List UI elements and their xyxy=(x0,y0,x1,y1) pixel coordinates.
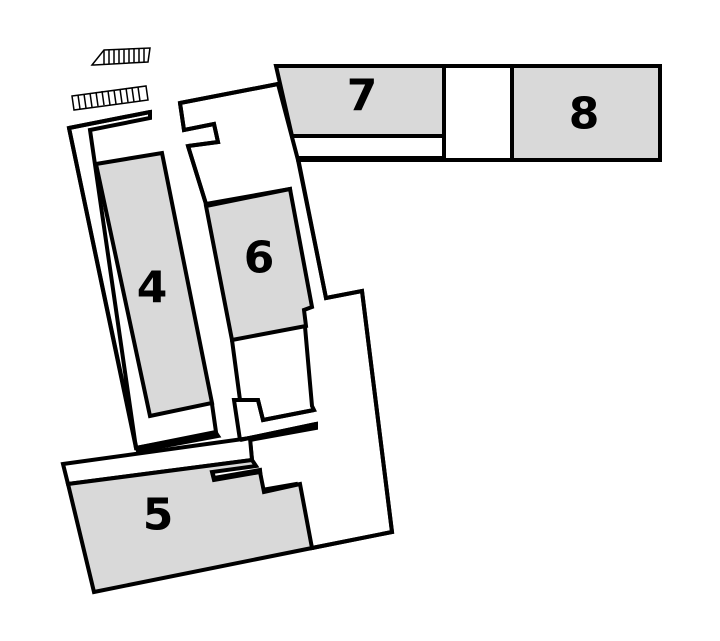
building-5-shape[interactable] xyxy=(65,457,315,595)
building-7-shape[interactable] xyxy=(273,64,446,138)
building-6-label: 6 xyxy=(244,233,275,284)
corridor-west-top xyxy=(68,110,151,130)
connector-7-8 xyxy=(442,64,514,162)
building-8-label: 8 xyxy=(569,89,600,140)
stairs-icon xyxy=(90,47,151,66)
central-wing-west-wall xyxy=(186,145,315,423)
central-wing-top xyxy=(178,82,279,148)
central-wing-east-wall xyxy=(296,159,395,550)
building-4-shape[interactable] xyxy=(93,150,215,419)
corridor-west-left xyxy=(67,127,138,449)
stairs-icon xyxy=(71,85,149,111)
passage-lines xyxy=(239,422,317,442)
building-8-shape[interactable] xyxy=(510,64,662,162)
building-5-label: 5 xyxy=(143,490,174,541)
building-4-label: 4 xyxy=(137,263,168,314)
building-7-label: 7 xyxy=(347,71,378,122)
corridor-west-bottom xyxy=(135,403,219,450)
